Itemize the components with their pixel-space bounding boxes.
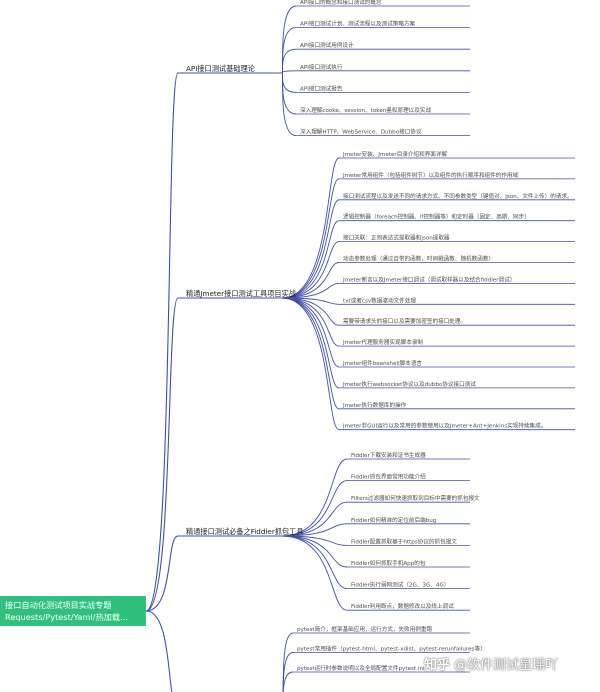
leaf-label[interactable]: API接口的概念和接口测试的概念 — [300, 0, 382, 6]
leaf-label[interactable]: txt或者csv数据驱动文件处理 — [343, 296, 416, 304]
leaf-label[interactable]: Jmeter非GUI运行以及常用的参数使用以及Jmeter+Ant+Jenkin… — [342, 422, 546, 430]
branch-connector — [145, 610, 173, 692]
leaf-connector — [281, 70, 297, 74]
leaf-label[interactable]: 深入理解HTTP、WebService、Dubbo接口协议 — [300, 128, 422, 136]
leaf-label[interactable]: 需要带请求头的接口以及需要加密签的接口处理。 — [343, 317, 466, 325]
leaf-connector — [281, 72, 297, 137]
leaf-label[interactable]: Fiddler抓包界面常用功能介绍 — [351, 473, 426, 481]
leaf-label[interactable]: API接口测试用例设计 — [300, 41, 354, 49]
leaf-connector — [281, 157, 340, 299]
leaf-label[interactable]: Fiddler配置抓取基于https协议的抓包报文 — [351, 537, 457, 545]
leaf-label[interactable]: Fiddler如何精准的定位前后端bug — [351, 516, 437, 524]
leaf-label[interactable]: 逻辑控制器（foreach控制器、if控制器等）和定时器（固定、高斯、同步） — [343, 213, 530, 221]
leaf-label[interactable]: Jmeter代理服务器实现脚本录制 — [342, 338, 423, 346]
root-node[interactable]: 接口自动化测试项目实战专题 Requests/Pytest/Yaml/热加载..… — [0, 596, 146, 626]
leaf-connector — [281, 72, 297, 115]
leaf-label[interactable]: Jmeter常用组件（包括组件树节）以及组件的执行顺序和组件的作用域 — [342, 171, 519, 179]
branch-connector — [145, 535, 179, 612]
leaf-connector — [281, 72, 297, 93]
leaf-label[interactable]: Jmeter执行数据库的操作 — [342, 401, 407, 409]
watermark-handle: @软件测试星瑶吖 — [454, 658, 559, 673]
leaf-label[interactable]: 动态参数处理（通过自带的函数，时间戳函数、随机数函数） — [343, 255, 494, 263]
leaf-label[interactable]: Jmeter执行websocket协议以及dubbo协议接口测试 — [342, 380, 476, 388]
leaf-connector — [281, 535, 348, 546]
leaf-label[interactable]: 深入理解cooke、session、token鉴权原理以及实战 — [300, 106, 431, 114]
leaf-connector — [281, 297, 340, 389]
node-labels: API接口测试基础理论 API接口的概念和接口测试的概念 API接口测试计划、测试流… — [186, 0, 573, 672]
leaf-label[interactable]: 接口关联：正则表达式提取器和json提取器 — [343, 234, 450, 242]
leaf-connector — [281, 282, 340, 299]
leaf-connector — [282, 632, 294, 692]
leaf-label[interactable]: Fiddler如何抓取手机App的包 — [351, 559, 426, 567]
branch-label[interactable]: 精通Jmeter接口测试工具项目实战 — [186, 289, 296, 298]
leaf-label[interactable]: Fiddler执行弱网测试（2G、3G、4G） — [351, 581, 449, 589]
leaf-connector — [281, 297, 340, 431]
leaf-connector — [281, 178, 340, 299]
leaf-connector — [281, 5, 297, 74]
leaf-label[interactable]: API接口测试执行 — [300, 63, 343, 71]
leaf-connector — [281, 297, 340, 368]
leaf-connector — [281, 262, 340, 299]
connector-lines — [145, 5, 575, 692]
leaf-connector — [281, 27, 297, 74]
leaf-connector — [281, 220, 340, 299]
leaf-connector — [281, 458, 348, 537]
leaf-label[interactable]: Fiddler下载安装和证书生成器 — [351, 451, 426, 459]
leaf-label[interactable]: pytest运行时参数说明以及全局配置文件pytest.ini — [297, 664, 425, 672]
leaf-connector — [281, 501, 348, 537]
branch-connector — [145, 297, 179, 612]
leaf-connector — [281, 297, 340, 305]
leaf-connector — [282, 652, 294, 692]
leaf-label[interactable]: Jmeter安装、Jmeter目录介绍和界面详解 — [342, 150, 447, 158]
leaf-connector — [282, 671, 294, 692]
leaf-label[interactable]: API接口测试计划、测试流程以及测试策略方案 — [300, 20, 416, 28]
leaf-label[interactable]: pytest简介，框架基础应用，运行方式，失败用例重跑 — [297, 625, 432, 633]
leaf-connector — [281, 241, 340, 299]
leaf-connector — [281, 297, 340, 326]
leaf-connector — [281, 199, 340, 299]
leaf-label[interactable]: 接口测试流程以及发送不同的请求方式、不同参数类型（键值对、json、文件上传）的… — [343, 192, 573, 200]
leaf-connector — [281, 48, 297, 74]
branch-connector — [145, 72, 179, 612]
leaf-connector — [281, 480, 348, 537]
leaf-connector — [281, 535, 348, 590]
root-title: 接口自动化测试项目实战专题 — [5, 600, 112, 610]
root-subtitle: Requests/Pytest/Yaml/热加载... — [5, 612, 128, 622]
branch-label[interactable]: 精通接口测试必备之Fiddler抓包工具 — [186, 527, 304, 536]
leaf-connector — [281, 535, 348, 611]
leaf-connector — [281, 297, 340, 347]
watermark-site: 知乎 — [424, 658, 451, 673]
watermark: 知乎@软件测试星瑶吖 — [424, 654, 558, 673]
leaf-label[interactable]: Jmeter组件beanshell脚本语言 — [342, 359, 422, 367]
leaf-label[interactable]: Jmeter断言以及Jmeter接口调试（调试取样器以及结合fiddler调试） — [342, 275, 515, 283]
leaf-label[interactable]: API接口测试报告 — [300, 84, 343, 92]
leaf-label[interactable]: Fiddler利用断点，数据修改以及线上调试 — [351, 602, 454, 610]
branch-label[interactable]: API接口测试基础理论 — [186, 64, 256, 73]
leaf-connector — [281, 535, 348, 568]
leaf-label[interactable]: Filters过滤器如何快速抓取到目标中需要的抓包报文 — [351, 494, 480, 502]
leaf-connector — [281, 523, 348, 537]
leaf-label[interactable]: pytest常用插件（pytest-html、pytest-xdist、pyte… — [297, 645, 486, 653]
